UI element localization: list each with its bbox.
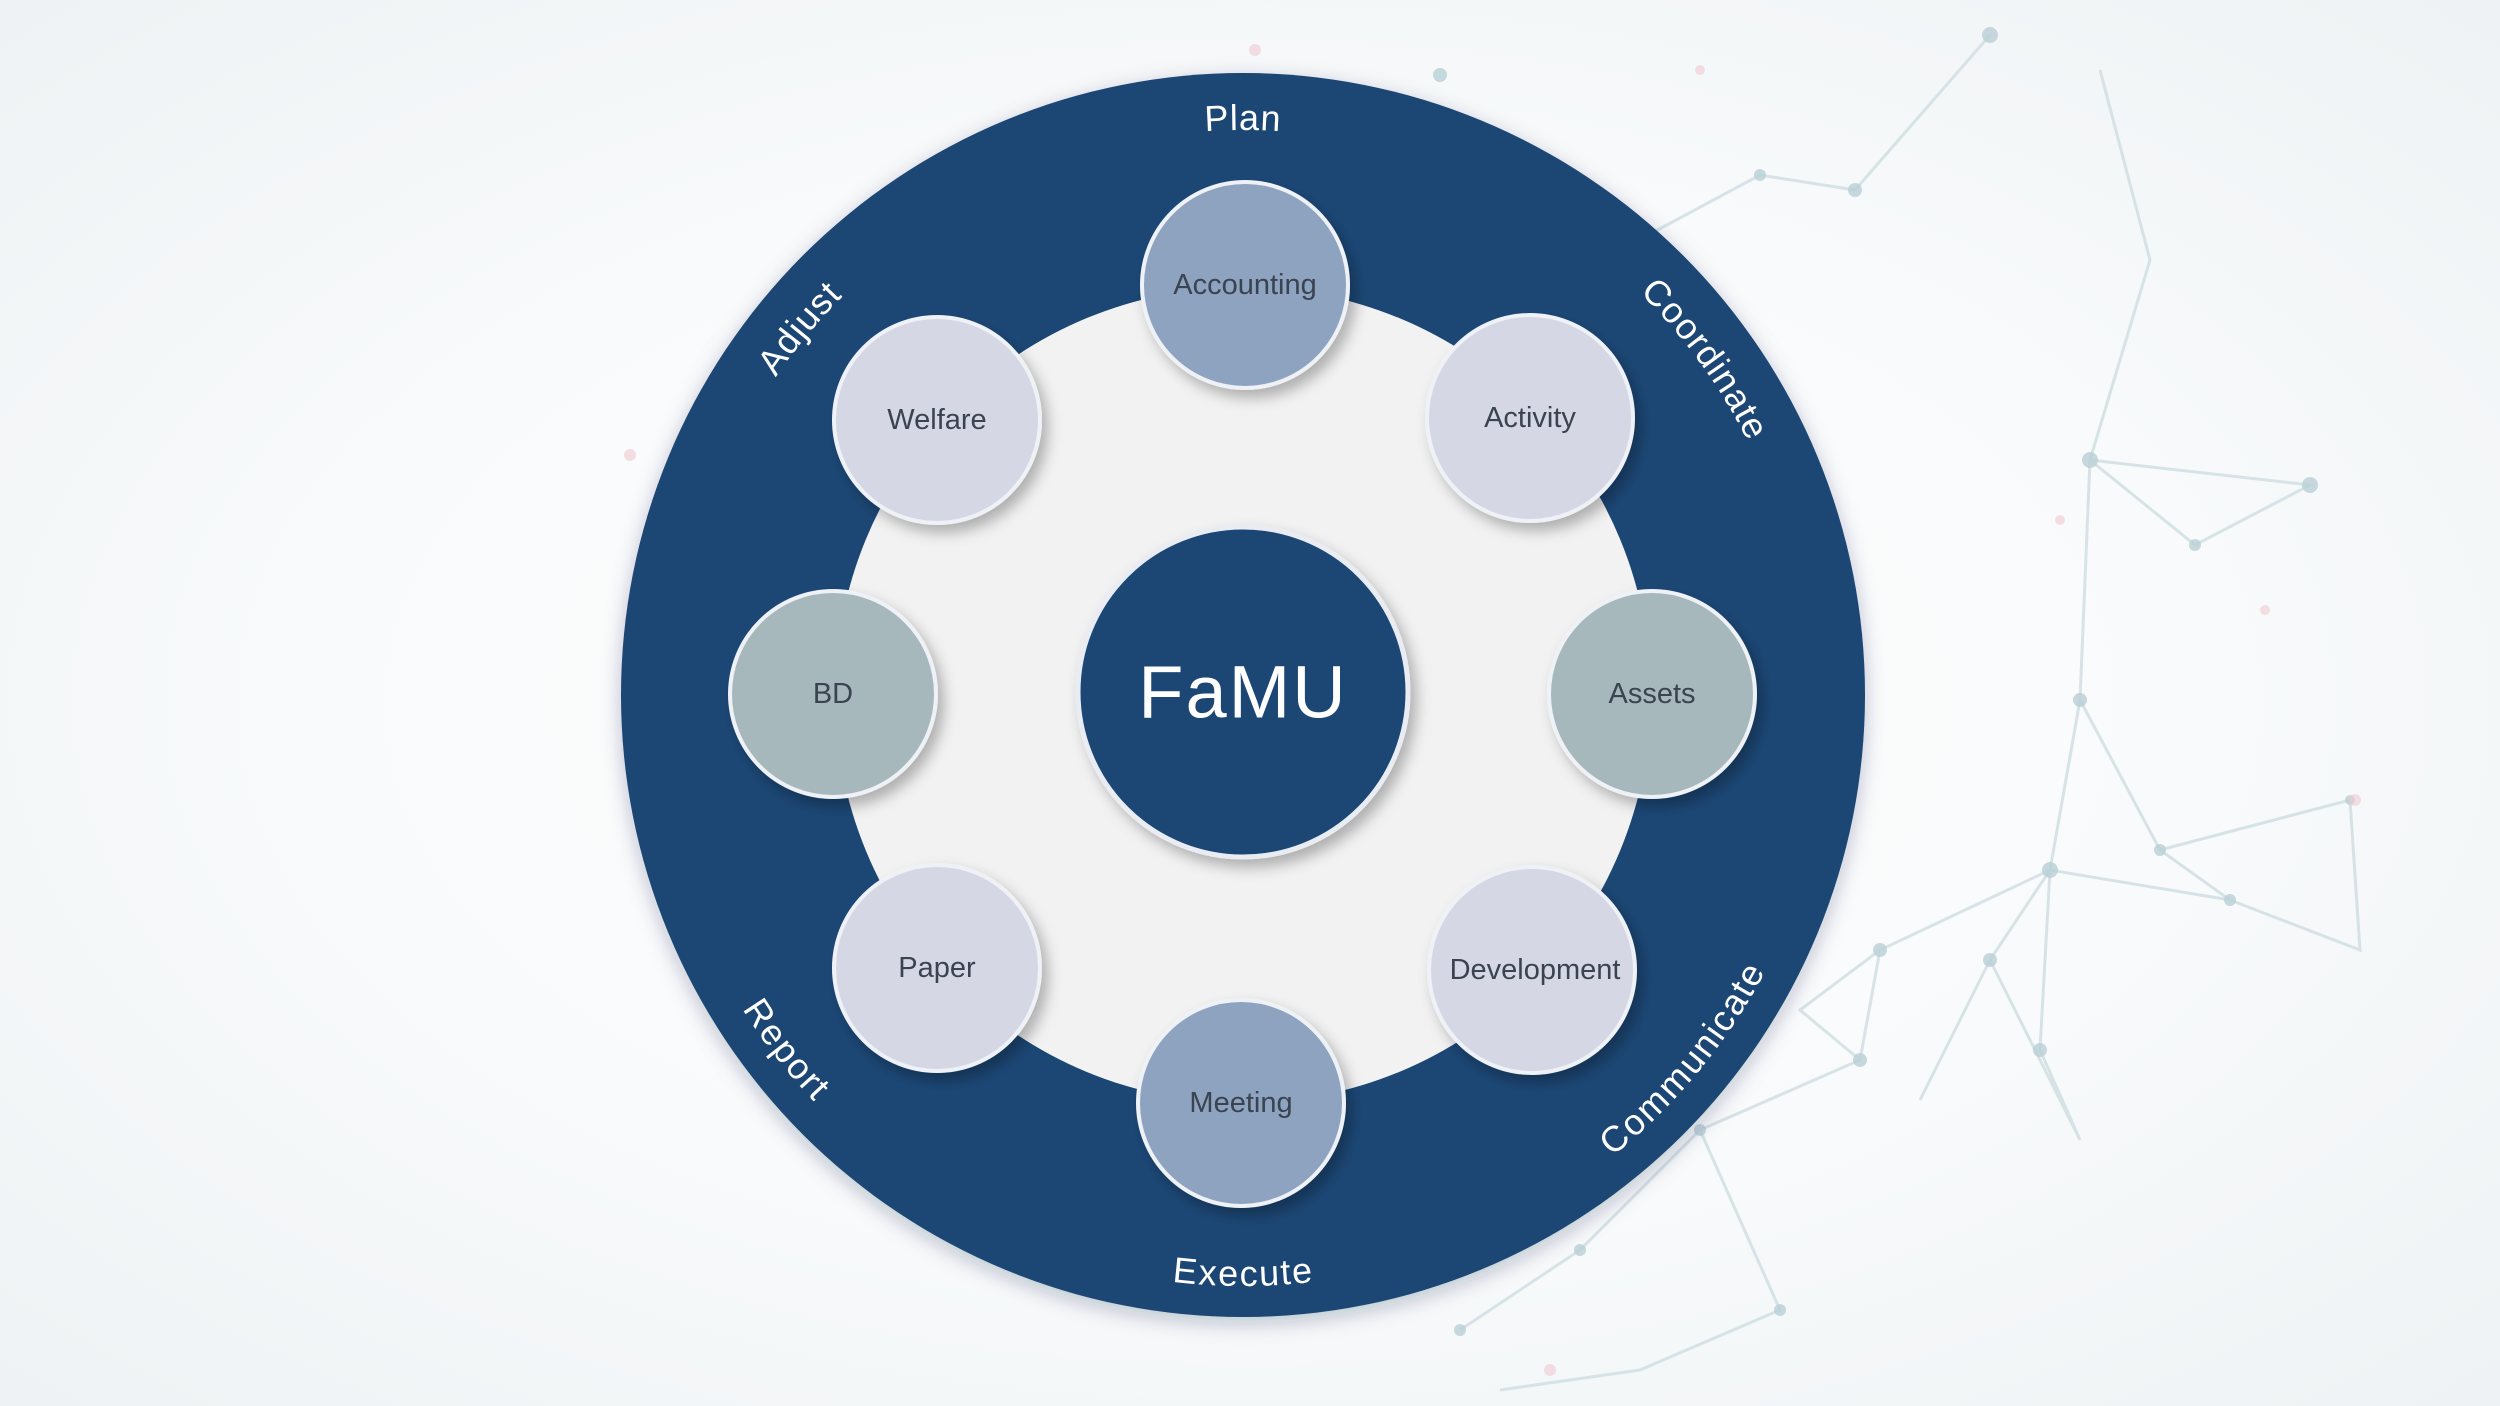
- ring-label-execute: Execute: [1171, 1249, 1315, 1294]
- node-accounting[interactable]: Accounting: [1140, 180, 1350, 390]
- node-label-paper: Paper: [898, 952, 976, 984]
- node-bd[interactable]: BD: [728, 589, 938, 799]
- node-label-activity: Activity: [1484, 402, 1576, 434]
- center-node-famu[interactable]: FaMU: [1075, 524, 1411, 860]
- node-label-assets: Assets: [1608, 678, 1695, 710]
- node-label-welfare: Welfare: [887, 404, 986, 436]
- node-welfare[interactable]: Welfare: [832, 315, 1042, 525]
- node-label-development: Development: [1450, 954, 1621, 986]
- node-meeting[interactable]: Meeting: [1136, 998, 1346, 1208]
- node-label-meeting: Meeting: [1189, 1087, 1292, 1119]
- node-label-accounting: Accounting: [1173, 269, 1317, 301]
- ring-label-plan: Plan: [1203, 97, 1282, 139]
- center-label: FaMU: [1138, 651, 1347, 734]
- node-label-bd: BD: [813, 678, 853, 710]
- node-development[interactable]: Development: [1427, 865, 1637, 1075]
- node-paper[interactable]: Paper: [832, 863, 1042, 1073]
- node-assets[interactable]: Assets: [1547, 589, 1757, 799]
- node-activity[interactable]: Activity: [1425, 313, 1635, 523]
